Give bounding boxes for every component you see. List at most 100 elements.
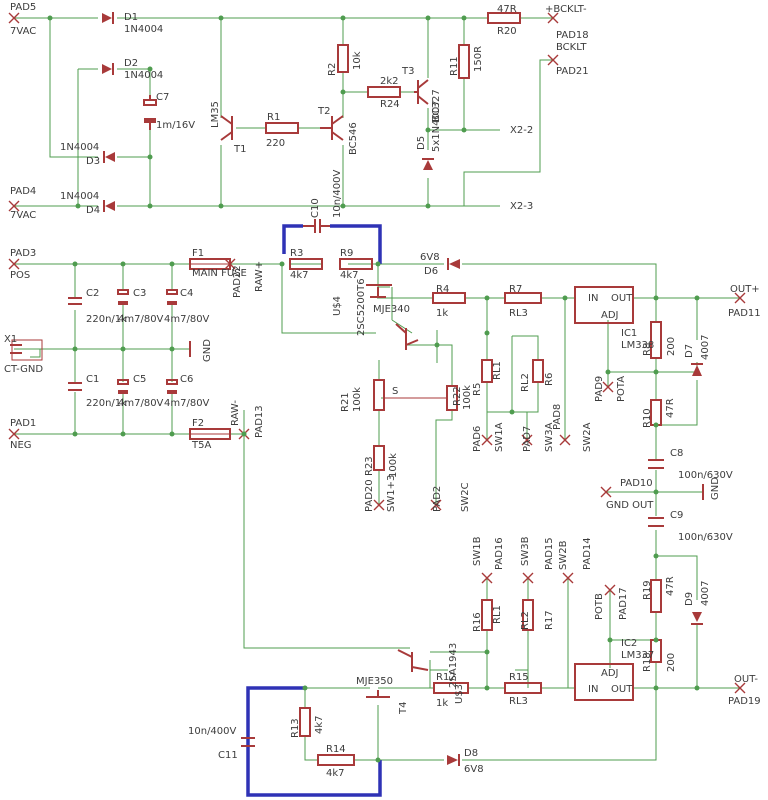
label-d2: D2 bbox=[124, 58, 138, 69]
label-r2: R2 bbox=[327, 63, 338, 76]
label-f2: F2 bbox=[192, 418, 204, 429]
label-pad16: PAD16 bbox=[494, 537, 505, 570]
label-d3v: 1N4004 bbox=[60, 142, 99, 153]
label-c6v: 4m7/80V bbox=[164, 398, 210, 409]
label-pad6: PAD6 bbox=[472, 426, 483, 452]
label-d9v: 4007 bbox=[700, 581, 711, 606]
label-pad17: PAD17 bbox=[618, 587, 629, 620]
label-t1: T1 bbox=[233, 144, 246, 155]
label-r10v: 47R bbox=[665, 398, 676, 418]
label-c6: C6 bbox=[180, 374, 193, 385]
label-r23: R23 bbox=[364, 456, 375, 476]
label-r23v: 100k bbox=[388, 453, 399, 478]
label-x1: X1 bbox=[4, 334, 17, 345]
capacitor-c1 bbox=[68, 382, 82, 391]
pads bbox=[8, 12, 746, 694]
label-r4: R4 bbox=[436, 284, 449, 295]
label-d7v: 4007 bbox=[700, 335, 711, 360]
label-pota: POTA bbox=[616, 376, 627, 402]
resistor-r6 bbox=[532, 359, 544, 383]
label-s: S bbox=[392, 386, 398, 397]
resistor-r19 bbox=[650, 579, 662, 613]
label-pad8: PAD8 bbox=[552, 404, 563, 430]
buses bbox=[246, 224, 382, 797]
label-c11v: 10n/400V bbox=[188, 726, 237, 737]
label-out-pos: OUT+ bbox=[730, 284, 760, 295]
label-r6: R6 bbox=[544, 373, 555, 386]
resistor-r11 bbox=[458, 44, 470, 79]
capacitor-c8 bbox=[648, 459, 664, 469]
regulator-ic1 bbox=[574, 286, 634, 324]
capacitor-c9 bbox=[648, 517, 664, 527]
label-d6: D6 bbox=[424, 266, 438, 277]
label-7vac-1: 7VAC bbox=[10, 26, 36, 37]
capacitor-c11 bbox=[241, 737, 255, 747]
label-f1v: MAIN FUSE bbox=[192, 268, 247, 279]
label-d1v: 1N4004 bbox=[124, 24, 163, 35]
label-bcklt: +BCKLT- bbox=[545, 4, 587, 15]
label-rl3a: RL3 bbox=[509, 308, 528, 319]
label-c9: C9 bbox=[670, 510, 683, 521]
label-r21v: 100k bbox=[352, 387, 363, 412]
label-out-neg: OUT- bbox=[734, 674, 758, 685]
capacitor-c7 bbox=[143, 95, 157, 130]
label-r12v: 1k bbox=[436, 698, 448, 709]
label-c1v: 220n/1k bbox=[86, 398, 127, 409]
resistor-r3 bbox=[289, 258, 323, 270]
resistor-r5 bbox=[481, 359, 493, 383]
resistor-r1 bbox=[265, 122, 299, 134]
label-pad14: PAD14 bbox=[582, 537, 593, 570]
label-c10v: 10n/400V bbox=[332, 169, 343, 218]
label-c11: C11 bbox=[218, 750, 238, 761]
label-x23: X2-3 bbox=[510, 201, 533, 212]
label-gndout: GND OUT bbox=[606, 500, 654, 511]
label-pad22: PAD22 bbox=[232, 265, 243, 298]
label-d7: D7 bbox=[684, 344, 695, 358]
resistor-r7 bbox=[504, 292, 542, 304]
transistor-t1 bbox=[220, 115, 233, 141]
label-d8: D8 bbox=[464, 748, 478, 759]
label-lm3a: LM338 bbox=[621, 340, 654, 351]
label-t3: T3 bbox=[401, 66, 414, 77]
label-r8v: 200 bbox=[666, 337, 677, 356]
label-potb: POTB bbox=[594, 593, 605, 620]
label-adj2: ADJ bbox=[601, 668, 619, 679]
label-r7: R7 bbox=[509, 284, 522, 295]
label-out2: OUT bbox=[611, 684, 633, 695]
resistor-r14 bbox=[317, 754, 355, 766]
label-r18v: 200 bbox=[666, 653, 677, 672]
label-r15: R15 bbox=[509, 672, 529, 683]
label-pad13: PAD13 bbox=[254, 405, 265, 438]
label-d3: D3 bbox=[86, 156, 100, 167]
resistor-r2 bbox=[337, 44, 349, 73]
label-sw1p: SW1+3 bbox=[386, 475, 397, 512]
label-us3: U$3 bbox=[454, 684, 465, 704]
label-bcklt2: BCKLT bbox=[556, 42, 587, 53]
junctions bbox=[47, 15, 700, 763]
label-sw2a: SW2A bbox=[582, 422, 593, 452]
label-mje350: MJE350 bbox=[356, 676, 393, 687]
transistor-mje340 bbox=[366, 284, 392, 298]
label-t2: T2 bbox=[317, 106, 330, 117]
label-r24v: 2k2 bbox=[380, 76, 399, 87]
resistor-r23 bbox=[373, 445, 385, 471]
label-r19: R19 bbox=[642, 580, 653, 600]
label-d4: D4 bbox=[86, 205, 100, 216]
label-pad20: PAD20 bbox=[364, 479, 375, 512]
label-c9v: 100n/630V bbox=[678, 532, 733, 543]
diode-d8 bbox=[447, 754, 460, 766]
label-pad5: PAD5 bbox=[10, 2, 36, 13]
label-c7v: 1m/16V bbox=[156, 120, 195, 131]
label-t4: T4 bbox=[398, 702, 409, 715]
label-c4v: 4m7/80V bbox=[164, 314, 210, 325]
diode-d7 bbox=[691, 363, 703, 376]
label-pos: POS bbox=[10, 270, 30, 281]
label-r9: R9 bbox=[340, 248, 353, 259]
label-lm35: LM35 bbox=[210, 101, 221, 128]
label-r1: R1 bbox=[267, 112, 280, 123]
label-r13: R13 bbox=[290, 718, 301, 738]
diode-d1 bbox=[102, 12, 114, 24]
resistor-r12 bbox=[433, 682, 469, 694]
label-pad15: PAD15 bbox=[544, 537, 555, 570]
capacitor-c5 bbox=[117, 379, 129, 394]
